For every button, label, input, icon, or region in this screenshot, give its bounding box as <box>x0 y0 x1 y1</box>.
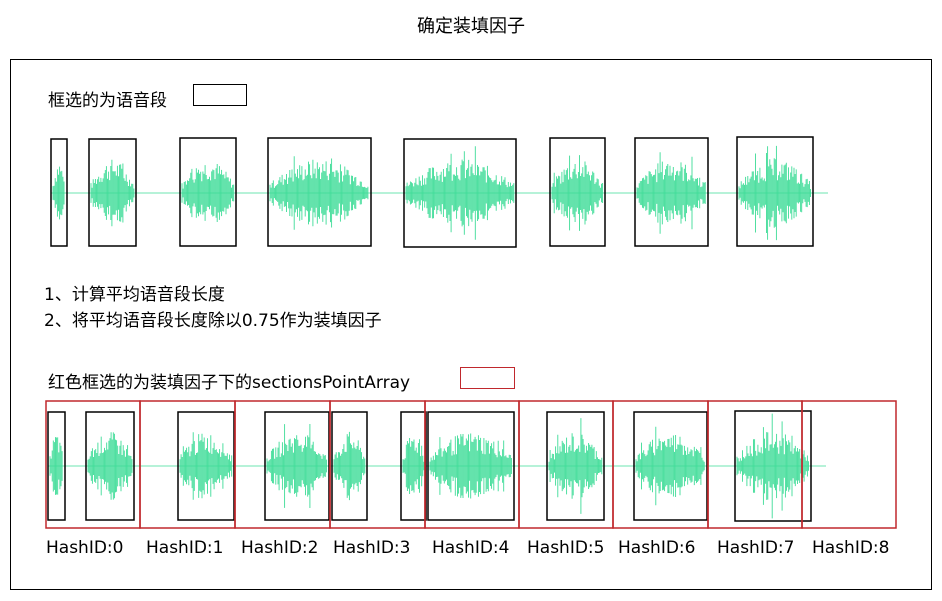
section-boxes <box>45 400 897 529</box>
waveform-segment <box>635 426 705 506</box>
waveform-segment <box>49 437 63 495</box>
speech-segment-box <box>546 411 605 521</box>
waveform-segment <box>551 155 604 231</box>
step-1-text: 1、计算平均语音段长度 <box>44 285 225 305</box>
speech-segment-box <box>736 136 814 247</box>
speech-segment-box <box>47 411 66 521</box>
speech-segment-box <box>734 410 812 522</box>
speech-segment-box <box>400 411 427 521</box>
speech-segment-box <box>267 137 372 247</box>
step-2-text: 2、将平均语音段长度除以0.75作为装填因子 <box>44 311 382 331</box>
speech-segment-box <box>633 411 708 521</box>
waveform-segment <box>548 418 603 514</box>
hash-id-label: HashID:6 <box>618 538 696 558</box>
bottom-waveform <box>48 413 826 519</box>
waveform-segment <box>52 166 65 220</box>
diagram-title: 确定装填因子 <box>417 16 525 37</box>
waveform-segment <box>402 438 425 494</box>
speech-segment-box <box>634 137 709 247</box>
section-box <box>801 400 897 529</box>
top-speech-boxes <box>50 136 814 248</box>
speech-segment-box <box>403 138 517 248</box>
legend-black-text: 框选的为语音段 <box>48 91 167 111</box>
speech-segment-box <box>549 137 606 247</box>
top-waveform <box>51 145 828 241</box>
legend-red-box <box>460 367 515 389</box>
legend-black-box <box>193 84 247 106</box>
hash-id-label: HashID:8 <box>812 538 890 558</box>
waveform-segment <box>738 145 811 241</box>
speech-segment-box <box>427 411 515 521</box>
speech-segment-box <box>264 411 330 521</box>
hash-id-label: HashID:4 <box>432 538 510 558</box>
waveform-segment <box>181 164 235 222</box>
hash-id-label: HashID:2 <box>241 538 319 558</box>
waveform-segment <box>266 424 327 508</box>
hash-id-label: HashID:7 <box>717 538 795 558</box>
waveform-segment <box>90 159 135 227</box>
waveform-segment <box>87 432 133 500</box>
bottom-speech-boxes <box>47 410 812 522</box>
waveform-segment <box>429 433 512 499</box>
waveform-segment <box>333 431 366 501</box>
speech-segment-box <box>50 138 68 247</box>
waveform-segment <box>736 413 809 519</box>
waveform-segment <box>269 156 369 230</box>
speech-segment-box <box>179 137 237 247</box>
speech-segment-box <box>177 411 235 521</box>
hash-id-label: HashID:0 <box>46 538 124 558</box>
speech-segment-box <box>331 411 368 521</box>
outer-frame <box>10 59 932 590</box>
waveform-segment <box>405 146 515 240</box>
speech-segment-box <box>85 411 135 521</box>
waveform-segment <box>636 152 706 234</box>
hash-id-label: HashID:3 <box>333 538 411 558</box>
legend-red-text: 红色框选的为装填因子下的sectionsPointArray <box>48 373 411 393</box>
waveform-segment <box>179 432 233 500</box>
speech-segment-box <box>88 138 137 247</box>
hash-id-label: HashID:1 <box>146 538 224 558</box>
hash-id-label: HashID:5 <box>527 538 605 558</box>
